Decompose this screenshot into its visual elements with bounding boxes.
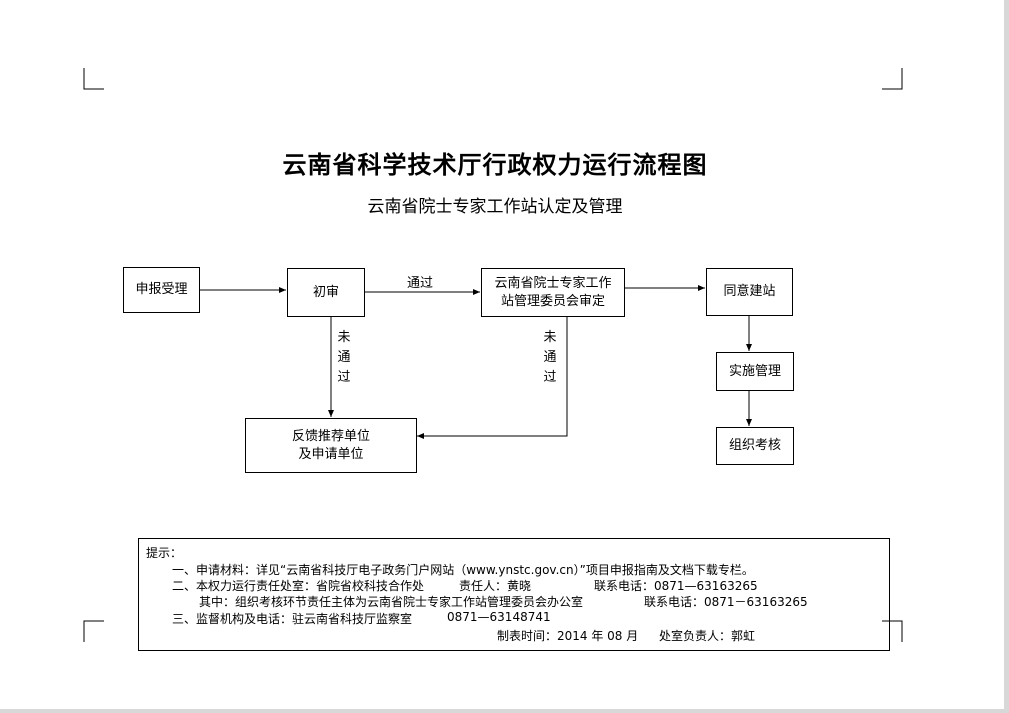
char: 未 [543,330,557,345]
box-label: 组织考核 [728,438,781,453]
page-title: 云南省科学技术厅行政权力运行流程图 [282,151,708,179]
box-label: 申报受理 [135,282,188,297]
notes-heading: 提示： [146,546,183,560]
note-head: 处室负责人：郭虹 [659,629,756,643]
box-label: 及申请单位 [298,446,364,462]
box-label: 反馈推荐单位 [291,428,370,444]
char: 过 [337,370,351,385]
flow-box-assess: 组织考核 [716,427,794,465]
flow-box-initial-review: 初审 [287,268,365,317]
note-person: 责任人：黄晓 [459,579,532,593]
flow-box-committee: 云南省院士专家工作站管理委员会审定 [481,268,625,317]
box-label: 云南省院士专家工作 [494,275,612,291]
note-materials: 一、申请材料：详见“云南省科技厅电子政务门户网站（www.ynstc.gov.c… [172,563,754,577]
box-label: 同意建站 [723,284,776,299]
note-office: 二、本权力运行责任处室：省院省校科技合作处 [172,579,425,593]
flow-box-implement: 实施管理 [716,352,794,391]
note-supervision: 三、监督机构及电话：驻云南省科技厅监察室 [172,612,413,626]
horizontal-scrollbar[interactable] [0,709,1009,713]
fail-label-1: 未通过 [336,328,352,388]
notes-box: 提示： 一、申请材料：详见“云南省科技厅电子政务门户网站（www.ynstc.g… [138,538,890,651]
char: 通 [543,350,557,365]
page-subtitle: 云南省院士专家工作站认定及管理 [367,197,623,217]
page-corner-mark [882,620,903,642]
pass-label: 通过 [406,276,433,291]
fail-label-2: 未通过 [542,328,558,388]
char: 未 [337,330,351,345]
note-date: 制表时间：2014 年 08 月 [497,629,639,643]
box-label: 站管理委员会审定 [500,293,605,309]
note-phone: 联系电话：0871—63163265 [594,579,758,593]
page-corner-mark [83,68,104,90]
note-supervision-phone: 0871—63148741 [447,610,551,624]
char: 通 [337,350,351,365]
note-assess-office: 其中：组织考核环节责任主体为云南省院士专家工作站管理委员会办公室 [199,595,584,609]
vertical-scrollbar[interactable] [1004,0,1009,713]
box-label: 初审 [312,284,339,300]
page-corner-mark [882,68,903,90]
flow-box-apply: 申报受理 [123,267,200,313]
flow-box-approve: 同意建站 [706,268,793,316]
note-assess-phone: 联系电话：0871－63163265 [644,595,808,609]
page-corner-mark [83,620,104,642]
box-label: 实施管理 [728,363,781,379]
arrow-committee-to-feedback [417,316,568,439]
char: 过 [543,370,557,385]
flow-box-feedback: 反馈推荐单位及申请单位 [245,418,417,473]
